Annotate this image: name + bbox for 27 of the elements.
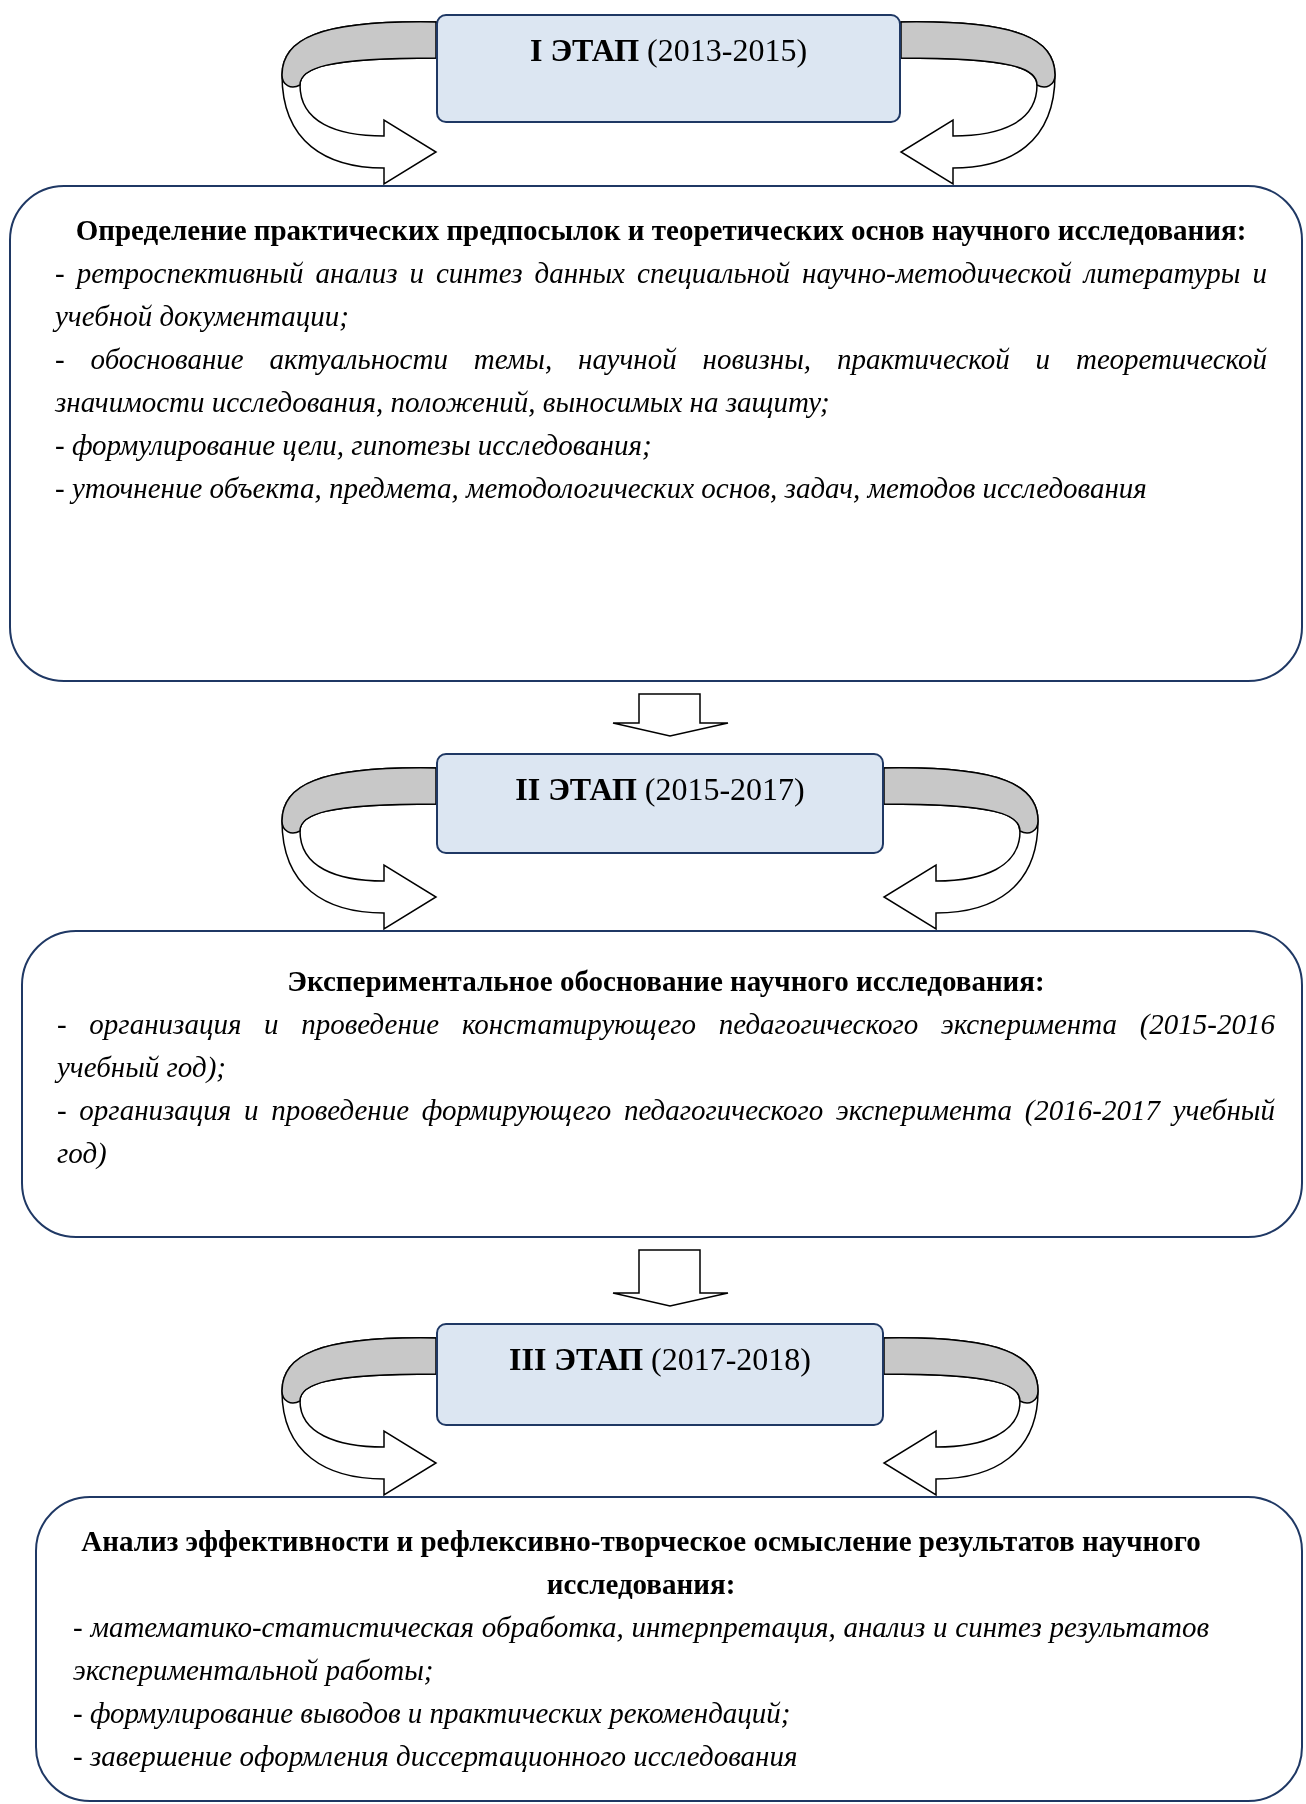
- curved-block-arrow: [281, 1337, 437, 1496]
- section-heading: Анализ эффективности и рефлексивно-творческое осмысление результатов научного исследования:: [80, 1524, 1202, 1602]
- content-box: [35, 1496, 1303, 1802]
- list-item: - обоснование актуальности темы, научной новизны, практической и теоретической значимости исследования, положений, выносимых на защиту;: [55, 342, 1267, 420]
- curved-block-arrow: [281, 767, 437, 930]
- section-heading: Экспериментальное обоснование научного исследования:: [286, 964, 1046, 999]
- block-arrow: [612, 693, 729, 737]
- stage-title: III ЭТАП (2017-2018): [509, 1341, 811, 1378]
- curved-block-arrow: [883, 767, 1039, 930]
- list-item: - формулирование цели, гипотезы исследования;: [55, 428, 653, 463]
- stage-title: II ЭТАП (2015-2017): [515, 771, 805, 808]
- section-heading: Определение практических предпосылок и теоретических основ научного исследования:: [74, 213, 1248, 248]
- list-item: - уточнение объекта, предмета, методологических основ, задач, методов исследования: [55, 471, 1148, 506]
- stage-box: [436, 753, 884, 854]
- list-item: - математико-статистическая обработка, интерпретация, анализ и синтез результатов экспериментальной работы;: [73, 1610, 1209, 1688]
- block-arrow: [612, 1249, 729, 1307]
- curved-block-arrow: [883, 1337, 1039, 1496]
- content-box: [21, 930, 1303, 1238]
- stage-box: [436, 1323, 884, 1426]
- stage-box: [436, 14, 901, 123]
- list-item: - формулирование выводов и практических рекомендаций;: [73, 1696, 792, 1731]
- list-item: - завершение оформления диссертационного исследования: [73, 1739, 799, 1774]
- curved-block-arrow: [281, 21, 437, 185]
- list-item: - организация и проведение формирующего педагогического эксперимента (2016-2017 учебный год): [57, 1093, 1275, 1171]
- stage-title: I ЭТАП (2013-2015): [529, 32, 808, 69]
- content-box: [9, 185, 1303, 682]
- curved-block-arrow: [900, 21, 1056, 185]
